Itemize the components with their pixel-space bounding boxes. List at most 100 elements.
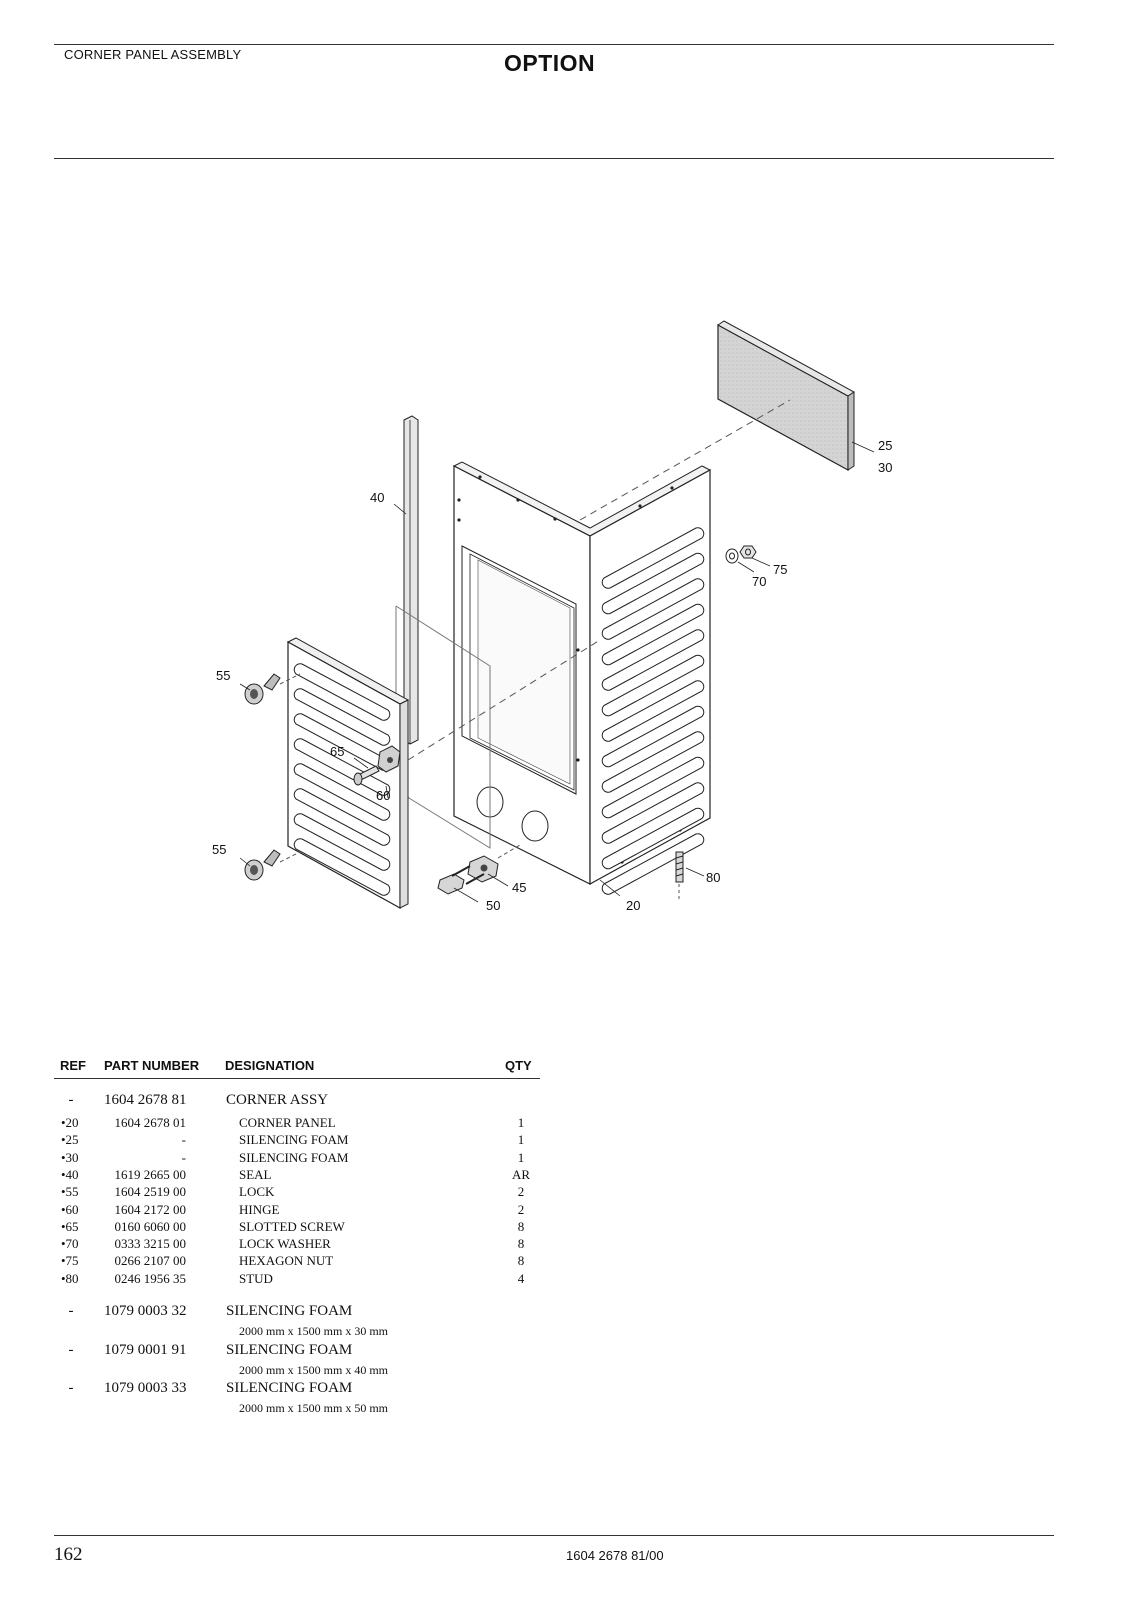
callout-20: 20: [626, 898, 640, 913]
louver-slot: [601, 731, 705, 793]
row-designation: SILENCING FOAM: [239, 1149, 349, 1165]
row-ref: •25: [61, 1132, 79, 1148]
foam-dimensions: 2000 mm x 1500 mm x 40 mm: [239, 1362, 389, 1377]
stud: [675, 851, 684, 900]
row-ref: •75: [61, 1253, 79, 1269]
louver-slot: [601, 578, 705, 640]
row-ref: •65: [61, 1218, 79, 1234]
hinge-pins: [437, 865, 485, 895]
col-header-ref: REF: [60, 1058, 86, 1073]
louver-slot: [601, 552, 705, 615]
row-part-number: 1604 2519 00: [114, 1184, 187, 1200]
corner-panel-louvers: [601, 527, 705, 895]
callout-30: 30: [878, 460, 892, 475]
row-qty: AR: [511, 1166, 531, 1182]
header-bottom-rule: [54, 158, 1054, 159]
callout-55-upper: 55: [216, 668, 230, 683]
row-part-number: 1619 2665 00: [114, 1166, 187, 1182]
row-part-number: -: [181, 1132, 186, 1148]
louver-slot: [293, 763, 391, 821]
callout-45: 45: [512, 880, 526, 895]
page-number: 162: [54, 1544, 83, 1565]
row-qty: 8: [517, 1236, 525, 1252]
louver-slot: [601, 603, 705, 666]
col-header-designation: DESIGNATION: [225, 1058, 315, 1073]
louver-slot: [293, 663, 391, 721]
row-part-number: 1604 2678 81: [104, 1092, 187, 1108]
row-designation: HINGE: [239, 1201, 280, 1217]
row-designation: SILENCING FOAM: [226, 1380, 353, 1396]
louver-slot: [601, 680, 705, 742]
row-part-number: 1079 0003 32: [104, 1303, 187, 1319]
callout-70: 70: [752, 574, 766, 589]
louver-slot: [601, 527, 705, 589]
row-part-number: 0160 6060 00: [114, 1218, 187, 1234]
row-ref: -: [68, 1341, 74, 1358]
row-ref: •80: [61, 1270, 79, 1286]
row-ref: •60: [61, 1201, 79, 1217]
row-designation: CORNER PANEL: [239, 1115, 336, 1130]
callout-75: 75: [773, 562, 787, 577]
top-rule: [54, 44, 1054, 45]
footer-rule: [54, 1535, 1054, 1536]
callout-40: 40: [370, 490, 384, 505]
louver-slot: [601, 756, 705, 819]
callout-80: 80: [706, 870, 720, 885]
foam-dimensions: 2000 mm x 1500 mm x 50 mm: [239, 1401, 389, 1415]
louver-slot: [601, 705, 705, 768]
row-part-number: 1604 2678 01: [114, 1115, 187, 1130]
row-ref: •55: [61, 1184, 79, 1200]
row-designation: SILENCING FOAM: [239, 1132, 349, 1148]
louver-slot: [293, 738, 391, 796]
row-qty: 1: [517, 1132, 525, 1148]
row-qty: 2: [517, 1184, 525, 1200]
callout-65: 65: [330, 744, 344, 759]
row-qty: 2: [517, 1201, 525, 1217]
row-part-number: 1079 0001 91: [104, 1341, 187, 1358]
door-panel-louvers: [293, 663, 391, 896]
louver-slot: [601, 654, 705, 717]
louver-slot: [293, 838, 391, 896]
row-designation: SILENCING FOAM: [226, 1303, 353, 1319]
lock-washer: [725, 548, 739, 564]
row-part-number: 1604 2172 00: [114, 1201, 187, 1217]
callout-50: 50: [486, 898, 500, 913]
corner-panel: [452, 461, 712, 886]
louver-slot: [601, 833, 705, 895]
callout-25: 25: [878, 438, 892, 453]
row-part-number: 0333 3215 00: [114, 1236, 187, 1252]
hinge-lower: [467, 844, 521, 883]
hexagon-nut: [739, 545, 757, 559]
option-title: OPTION: [504, 50, 596, 76]
lock-upper: [244, 673, 301, 705]
louver-slot: [601, 782, 705, 844]
foam-dimensions: 2000 mm x 1500 mm x 30 mm: [239, 1324, 389, 1338]
row-designation: SLOTTED SCREW: [239, 1218, 345, 1234]
table-header-rule: [54, 1078, 540, 1079]
row-ref: -: [68, 1092, 74, 1108]
row-ref: -: [68, 1303, 74, 1319]
hinge-upper: [377, 745, 401, 773]
silencing-foam-block: [717, 320, 855, 472]
door-leader-dashed: [407, 639, 601, 761]
row-qty: 1: [517, 1149, 525, 1165]
row-qty: 8: [517, 1253, 525, 1269]
row-designation: LOCK WASHER: [239, 1236, 331, 1252]
col-header-part-number: PART NUMBER: [104, 1058, 200, 1073]
row-part-number: 1079 0003 33: [104, 1380, 187, 1396]
row-designation: SILENCING FOAM: [226, 1341, 353, 1358]
row-designation: LOCK: [239, 1184, 275, 1200]
row-part-number: 0246 1956 35: [114, 1270, 187, 1286]
row-designation: CORNER ASSY: [226, 1092, 329, 1108]
louver-slot: [293, 788, 391, 846]
louver-slot: [601, 629, 705, 691]
louver-slot: [293, 688, 391, 746]
row-ref: •70: [61, 1236, 79, 1252]
row-qty: 4: [517, 1270, 525, 1286]
louver-slot: [601, 807, 705, 870]
row-designation: STUD: [239, 1270, 273, 1286]
seal-strip: [403, 415, 419, 745]
row-ref: •30: [61, 1149, 79, 1165]
callout-60: 60: [376, 788, 390, 803]
callout-55-lower: 55: [212, 842, 226, 857]
